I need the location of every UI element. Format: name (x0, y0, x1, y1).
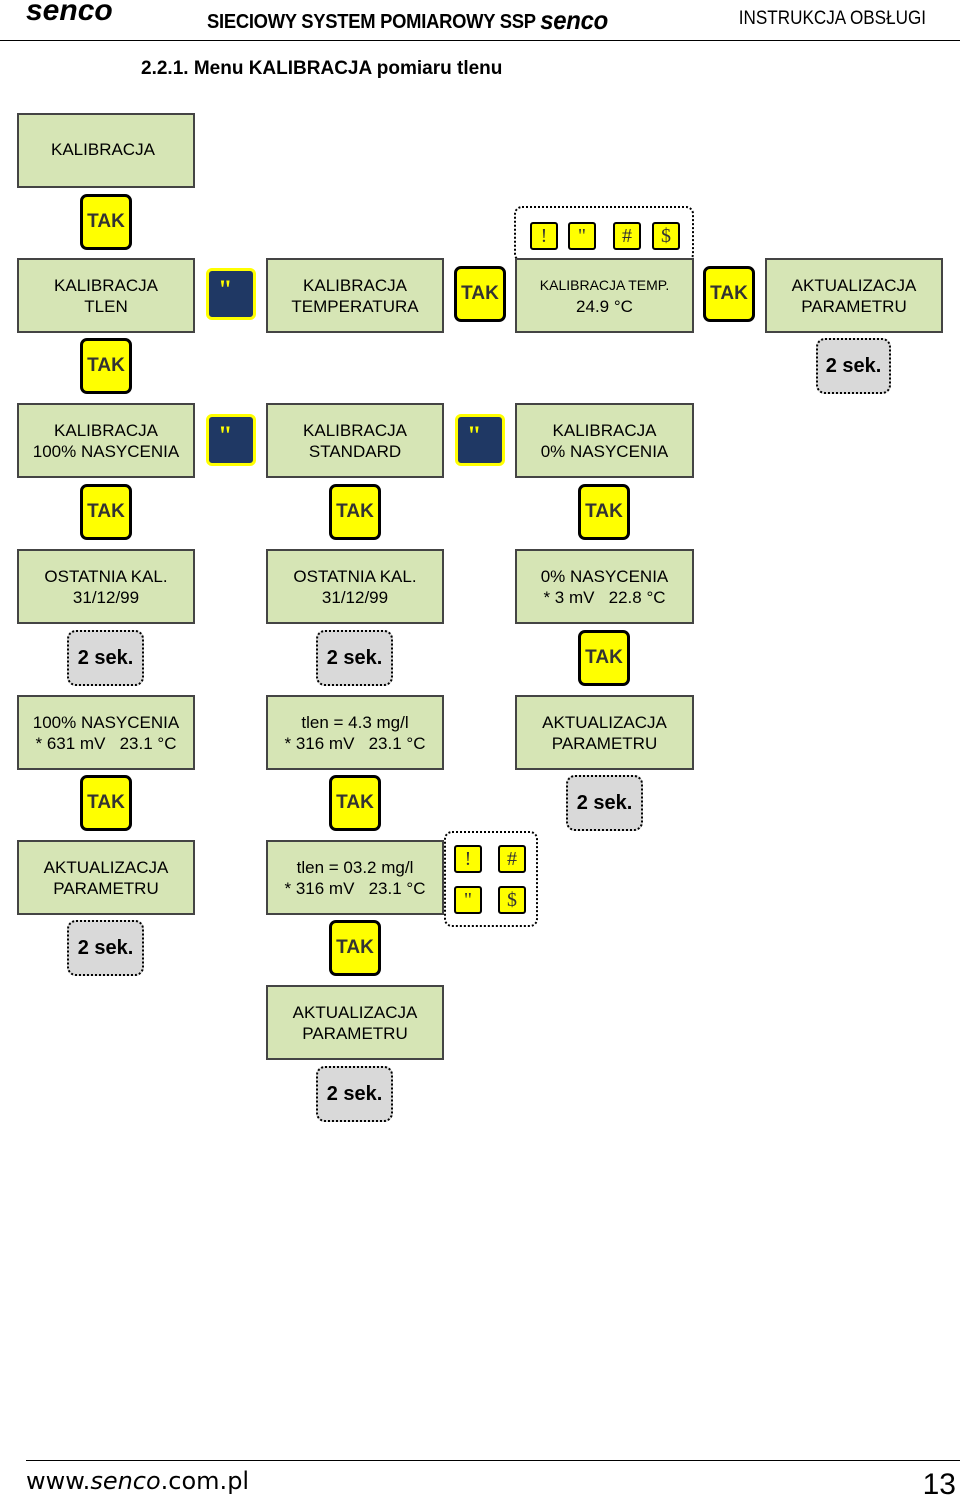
tak-key[interactable]: TAK (329, 484, 381, 540)
tak-key[interactable]: TAK (703, 266, 755, 322)
screen-line: 100% NASYCENIA (32, 441, 180, 461)
down-arrow-key[interactable]: " (568, 222, 596, 250)
doc-type-label: INSTRUKCJA OBSŁUGI (738, 8, 926, 29)
screen-kalibracja-standard: KALIBRACJA STANDARD (266, 403, 444, 478)
up-arrow-key[interactable]: ! (454, 845, 482, 873)
screen-line: OSTATNIA KAL. (293, 566, 417, 586)
screen-line: AKTUALIZACJA (292, 1002, 418, 1022)
screen-ostatnia-kal-100: OSTATNIA KAL. 31/12/99 (17, 549, 195, 624)
tak-key[interactable]: TAK (80, 484, 132, 540)
tak-key[interactable]: TAK (80, 338, 132, 394)
screen-line: 0% NASYCENIA (540, 566, 669, 586)
screen-kalibracja-temperatura: KALIBRACJA TEMPERATURA (266, 258, 444, 333)
screen-line: * 316 mV 23.1 °C (284, 733, 426, 753)
screen-aktualizacja-parametru: AKTUALIZACJA PARAMETRU (266, 985, 444, 1060)
arrow-keys-group: ! " # $ (514, 206, 694, 262)
screen-aktualizacja-parametru: AKTUALIZACJA PARAMETRU (515, 695, 694, 770)
screen-line: KALIBRACJA (303, 420, 407, 440)
screen-line: * 316 mV 23.1 °C (284, 878, 426, 898)
screen-line: AKTUALIZACJA (43, 857, 169, 877)
tak-key[interactable]: TAK (578, 484, 630, 540)
down-arrow-key[interactable]: " (454, 886, 482, 914)
footer-url[interactable]: www.senco.com.pl (26, 1467, 249, 1495)
tak-key[interactable]: TAK (80, 194, 132, 250)
dollar-key[interactable]: $ (652, 222, 680, 250)
timer-2-sek: 2 sek. (67, 920, 144, 976)
screen-line: 31/12/99 (321, 587, 389, 607)
screen-tlen-reading: tlen = 4.3 mg/l * 316 mV 23.1 °C (266, 695, 444, 770)
screen-line: AKTUALIZACJA (542, 712, 667, 732)
screen-line: PARAMETRU (801, 296, 907, 316)
screen-100-nasycenia-reading: 100% NASYCENIA * 631 mV 23.1 °C (17, 695, 195, 770)
screen-line: KALIBRACJA (54, 420, 158, 440)
screen-line: tlen = 4.3 mg/l (301, 712, 409, 732)
screen-line: PARAMETRU (551, 733, 658, 753)
footer-url-suffix: .com.pl (160, 1467, 250, 1495)
section-title: 2.2.1. Menu KALIBRACJA pomiaru tlenu (141, 58, 503, 79)
footer-url-prefix: www. (26, 1467, 91, 1495)
timer-2-sek: 2 sek. (316, 1066, 393, 1122)
hash-key[interactable]: # (613, 222, 641, 250)
screen-aktualizacja-parametru: AKTUALIZACJA PARAMETRU (765, 258, 943, 333)
hash-key[interactable]: # (498, 845, 526, 873)
down-key[interactable]: " (206, 414, 256, 466)
screen-kalibracja-tlen: KALIBRACJA TLEN (17, 258, 195, 333)
screen-line: 24.9 °C (576, 296, 633, 316)
tak-key[interactable]: TAK (578, 630, 630, 686)
down-key[interactable]: " (455, 414, 505, 466)
screen-kalibracja-temp: KALIBRACJA TEMP. 24.9 °C (515, 258, 694, 333)
screen-line: * 631 mV 23.1 °C (35, 733, 177, 753)
timer-2-sek: 2 sek. (67, 630, 144, 686)
header-title: SIECIOWY SYSTEM POMIAROWY SSP senco (207, 4, 608, 35)
screen-aktualizacja-parametru: AKTUALIZACJA PARAMETRU (17, 840, 195, 915)
tak-key[interactable]: TAK (80, 775, 132, 831)
screen-line: KALIBRACJA TEMP. (539, 276, 670, 293)
screen-line: 100% NASYCENIA (32, 712, 180, 732)
screen-line: KALIBRACJA (54, 275, 158, 295)
page-number: 13 (922, 1468, 956, 1501)
screen-line: OSTATNIA KAL. (44, 566, 168, 586)
screen-ostatnia-kal-0: OSTATNIA KAL. 31/12/99 (266, 549, 444, 624)
header-title-text: SIECIOWY SYSTEM POMIAROWY SSP (207, 11, 536, 33)
tak-key[interactable]: TAK (329, 920, 381, 976)
screen-line: * 3 mV 22.8 °C (543, 587, 666, 607)
timer-2-sek: 2 sek. (566, 775, 643, 831)
screen-line: PARAMETRU (53, 878, 159, 898)
screen-line: AKTUALIZACJA (791, 275, 917, 295)
screen-line: KALIBRACJA (552, 420, 657, 440)
screen-kalibracja: KALIBRACJA (17, 113, 195, 188)
screen-kalibracja-100: KALIBRACJA 100% NASYCENIA (17, 403, 195, 478)
screen-line: PARAMETRU (302, 1023, 408, 1043)
tak-key[interactable]: TAK (454, 266, 506, 322)
screen-line: tlen = 03.2 mg/l (296, 857, 414, 877)
screen-line: TEMPERATURA (291, 296, 419, 316)
header-divider (0, 40, 960, 41)
footer-url-brand: senco (90, 1467, 161, 1495)
dollar-key[interactable]: $ (498, 886, 526, 914)
screen-tlen-edit: tlen = 03.2 mg/l * 316 mV 23.1 °C (266, 840, 444, 915)
down-key[interactable]: " (206, 268, 256, 320)
tak-key[interactable]: TAK (329, 775, 381, 831)
senco-logo: senco (26, 0, 113, 27)
screen-0-nasycenia-reading: 0% NASYCENIA * 3 mV 22.8 °C (515, 549, 694, 624)
up-arrow-key[interactable]: ! (530, 222, 558, 250)
footer-divider (26, 1460, 960, 1461)
screen-line: KALIBRACJA (51, 140, 155, 159)
timer-2-sek: 2 sek. (316, 630, 393, 686)
screen-line: TLEN (84, 296, 128, 316)
screen-line: STANDARD (308, 441, 402, 461)
screen-kalibracja-0: KALIBRACJA 0% NASYCENIA (515, 403, 694, 478)
timer-2-sek: 2 sek. (816, 338, 891, 394)
screen-line: 0% NASYCENIA (540, 441, 669, 461)
arrow-keys-group: ! # " $ (444, 831, 538, 927)
header-title-logo: senco (540, 5, 608, 35)
screen-line: 31/12/99 (72, 587, 140, 607)
screen-line: KALIBRACJA (303, 275, 407, 295)
